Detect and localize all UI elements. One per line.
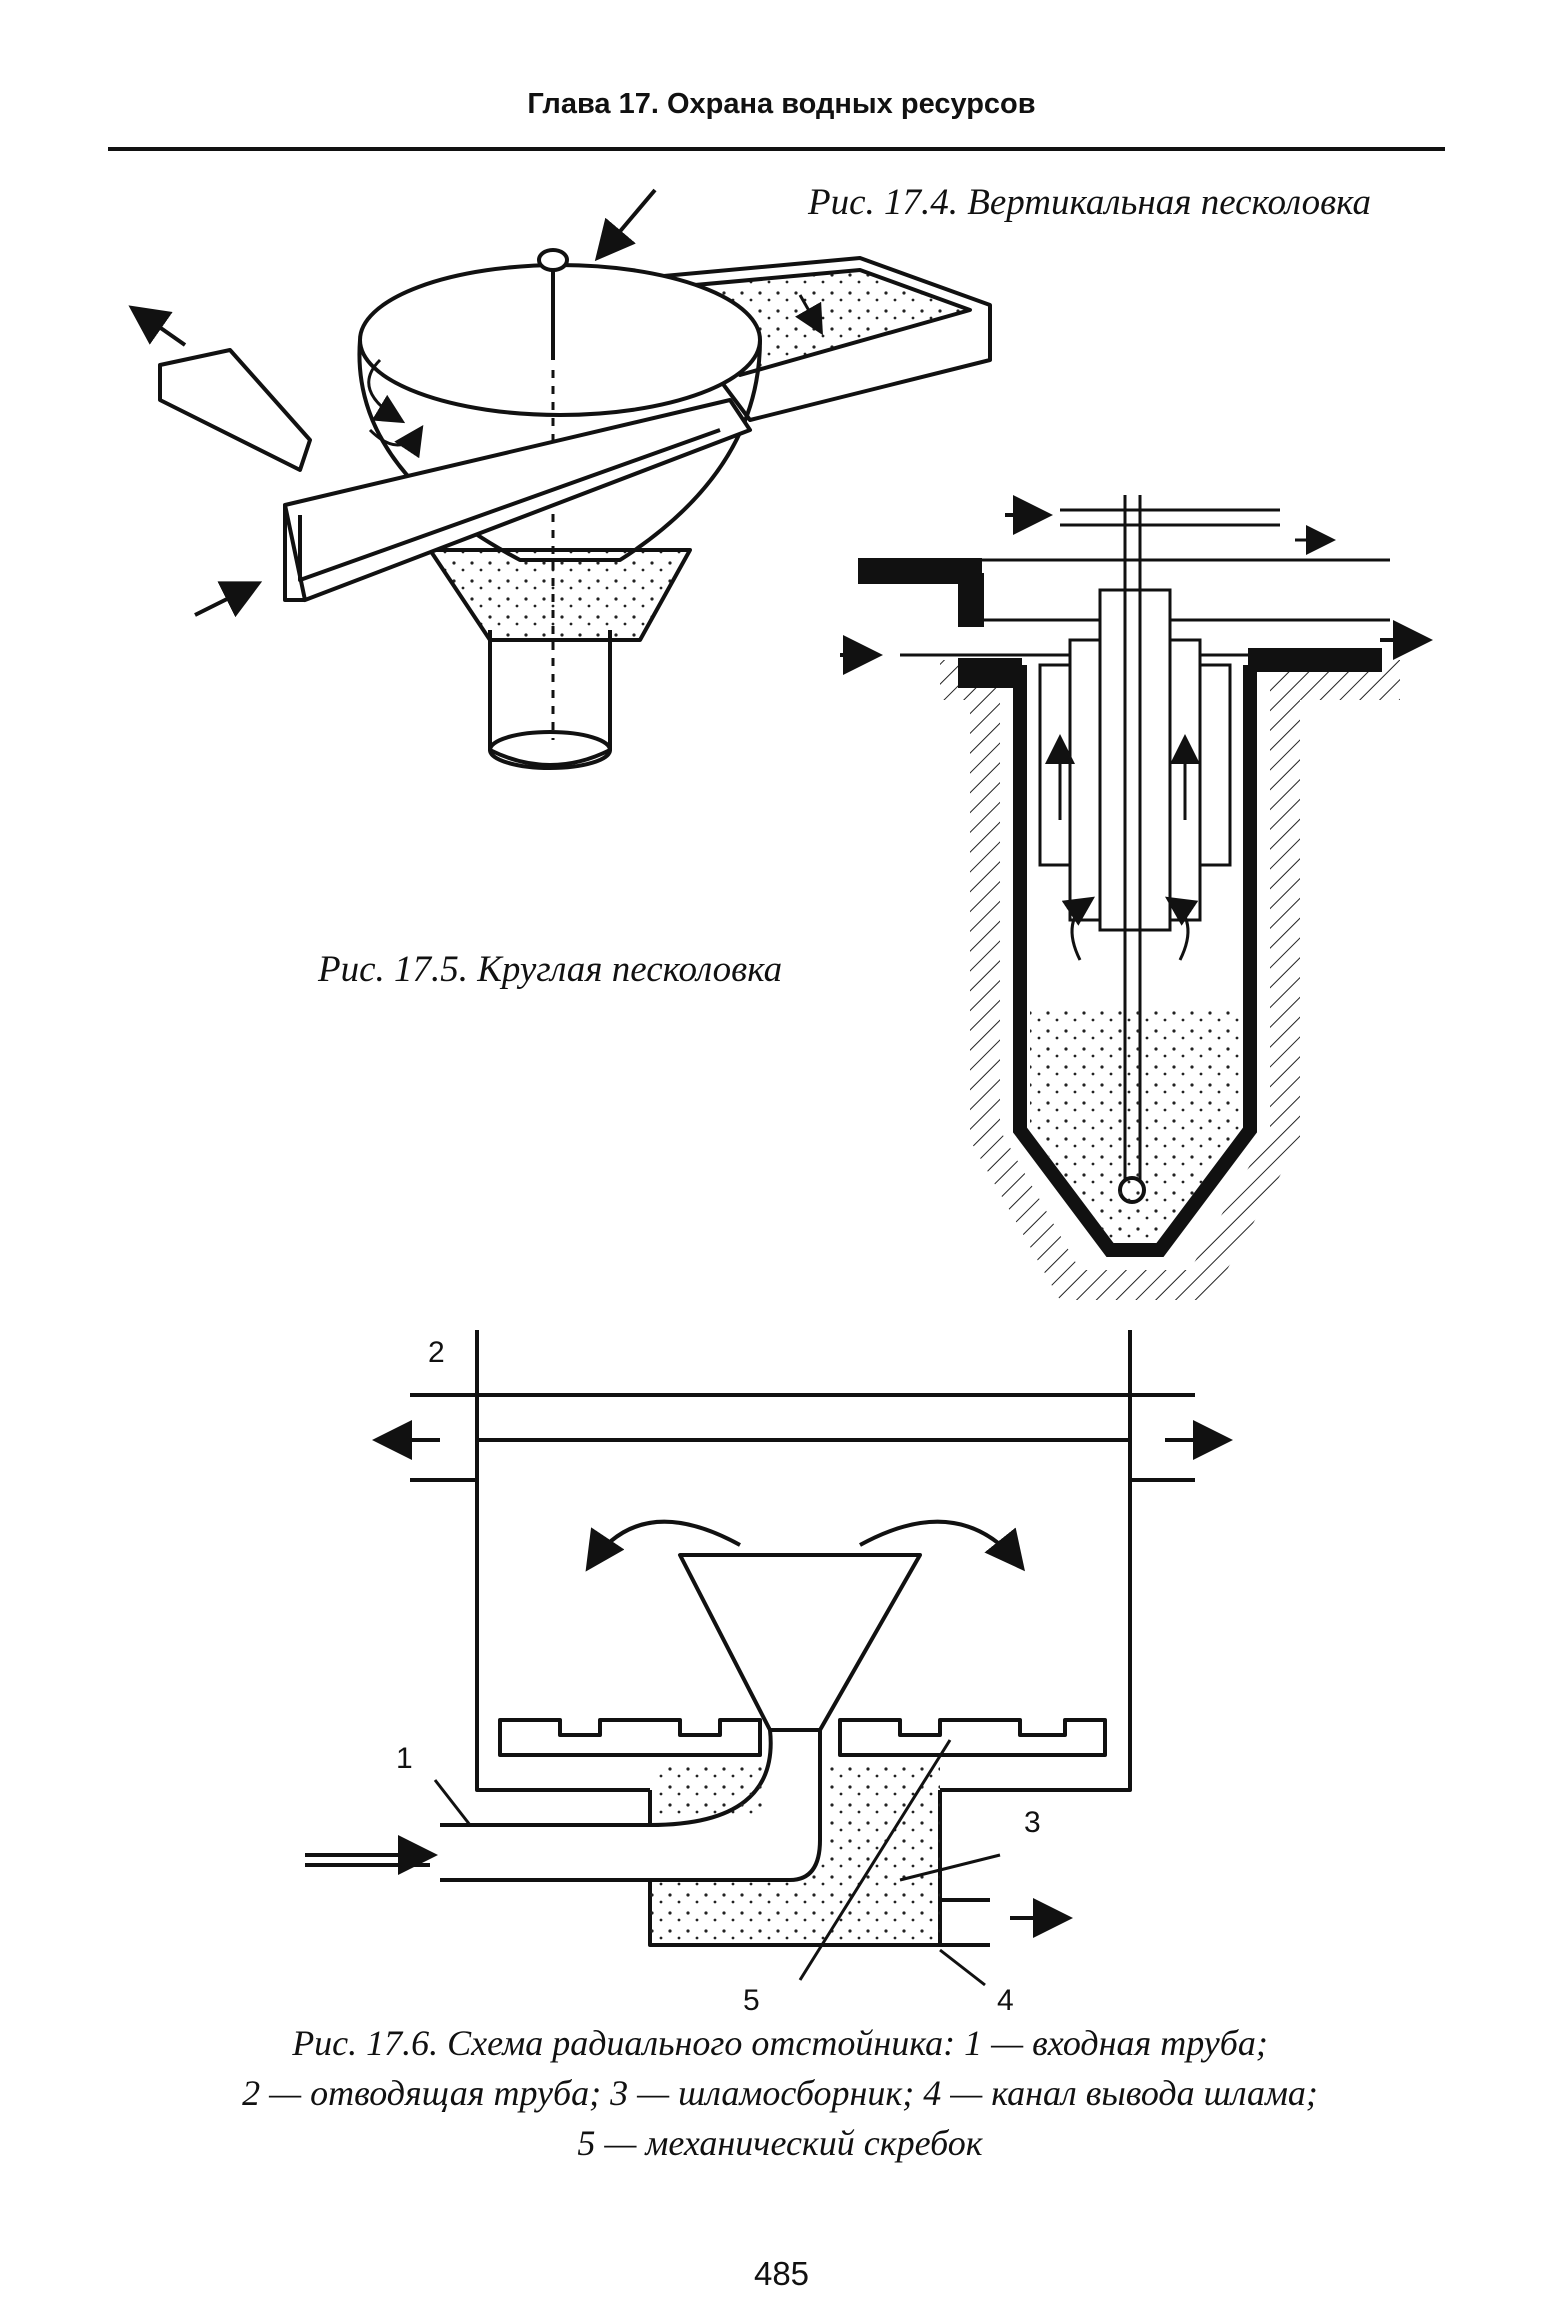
page-number: 485 — [753, 2255, 810, 2292]
figure-17-4-caption: Рис. 17.4. Вертикальная песколовка — [808, 182, 1372, 223]
label-2: 2 — [428, 1336, 445, 1369]
caption-line-2: 2 — отводящая труба; 3 — шламосборник; 4… — [242, 2073, 1318, 2113]
figure-17-6-caption: Рис. 17.6. Схема радиального отстойника:… — [140, 2018, 1420, 2168]
figure-17-5-caption: Рис. 17.5. Круглая песколовка — [318, 949, 783, 990]
label-1: 1 — [396, 1742, 413, 1775]
caption-line-1: Рис. 17.6. Схема радиального отстойника:… — [292, 2023, 1268, 2063]
label-4: 4 — [997, 1984, 1014, 2017]
running-header: Глава 17. Охрана водных ресурсов — [527, 88, 1036, 120]
caption-line-3: 5 — механический скребок — [577, 2123, 983, 2163]
header-rule — [108, 147, 1445, 151]
label-3: 3 — [1024, 1806, 1041, 1839]
label-5: 5 — [743, 1984, 760, 2017]
